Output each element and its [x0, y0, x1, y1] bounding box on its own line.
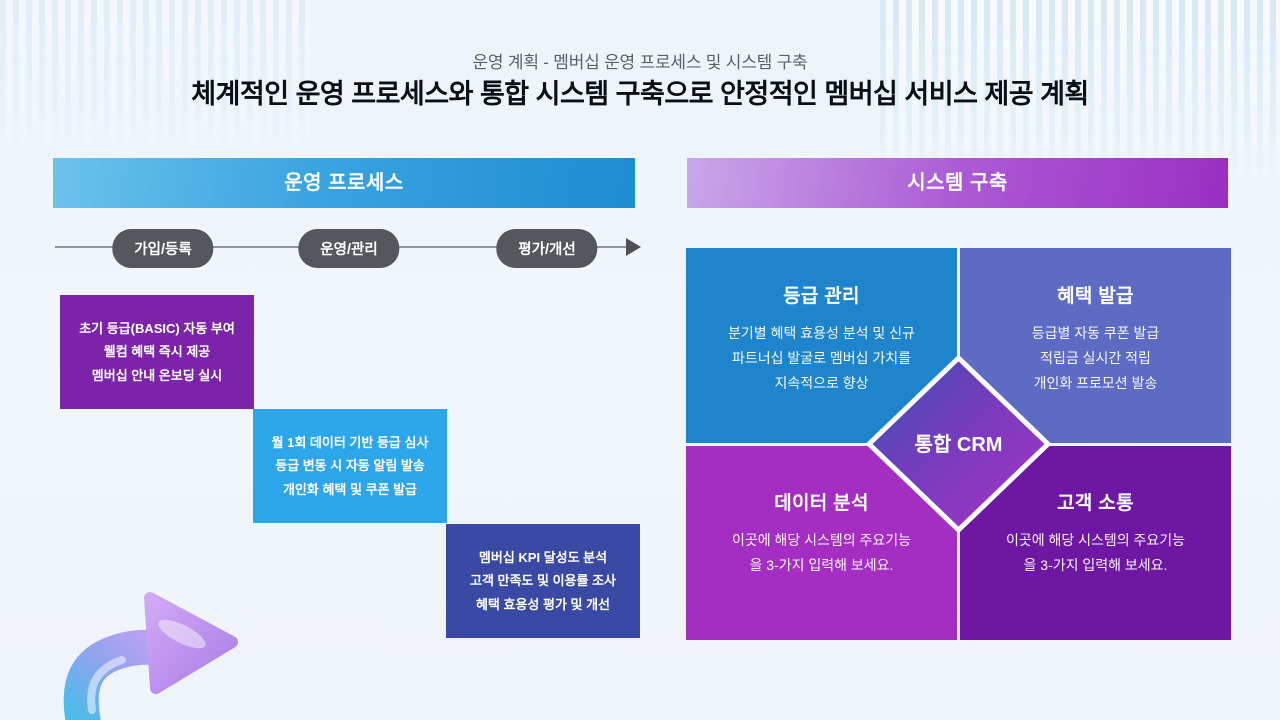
quadrant-title: 데이터 분석	[774, 492, 869, 514]
system-section-header: 시스템 구축	[687, 158, 1228, 208]
quadrant-title: 고객 소통	[1057, 492, 1134, 514]
page-title: 체계적인 운영 프로세스와 통합 시스템 구축으로 안정적인 멤버십 서비스 제…	[191, 79, 1089, 109]
quadrant-title: 등급 관리	[783, 286, 860, 307]
process-section-header: 운영 프로세스	[53, 158, 635, 208]
quadrant-body: 이곳에 해당 시스템의 주요기능 을 3-가지 입력해 보세요.	[1005, 531, 1186, 573]
quadrant-body: 이곳에 해당 시스템의 주요기능 을 3-가지 입력해 보세요.	[731, 531, 912, 573]
process-card-operate: 월 1회 데이터 기반 등급 심사 등급 변동 시 자동 알림 발송 개인화 혜…	[253, 409, 447, 523]
card-line: 웰컴 혜택 즉시 제공	[103, 344, 211, 360]
card-line: 초기 등급(BASIC) 자동 부여	[79, 321, 235, 337]
card-line: 등급 변동 시 자동 알림 발송	[275, 458, 425, 474]
quadrant-benefit-issuing: 혜택 발급 등급별 자동 쿠폰 발급 적립금 실시간 적립 개인화 프로모션 발…	[960, 248, 1231, 443]
system-quadrant-grid: 등급 관리 분기별 혜택 효용성 분석 및 신규 파트너십 발굴로 멤버십 가치…	[686, 248, 1231, 640]
quadrant-title: 혜택 발급	[1057, 286, 1134, 307]
timeline-step-evaluate: 평가/개선	[496, 229, 598, 268]
quadrant-body: 등급별 자동 쿠폰 발급 적립금 실시간 적립 개인화 프로모션 발송	[1031, 325, 1160, 392]
decorative-3d-arrow-icon	[63, 592, 238, 720]
stripes-decoration-left	[0, 0, 310, 170]
card-line: 혜택 효용성 평가 및 개선	[475, 596, 611, 612]
quadrant-body: 분기별 혜택 효용성 분석 및 신규 파트너십 발굴로 멤버십 가치를 지속적으…	[728, 325, 915, 392]
process-timeline: 가입/등록 운영/관리 평가/개선	[53, 229, 643, 268]
quadrant-data-analysis: 데이터 분석 이곳에 해당 시스템의 주요기능 을 3-가지 입력해 보세요.	[686, 445, 957, 640]
card-line: 멤버십 KPI 달성도 분석	[478, 550, 608, 566]
process-card-signup: 초기 등급(BASIC) 자동 부여 웰컴 혜택 즉시 제공 멤버십 안내 온보…	[60, 295, 254, 409]
card-line: 월 1회 데이터 기반 등급 심사	[271, 435, 429, 451]
timeline-step-operate: 운영/관리	[298, 229, 400, 268]
timeline-step-signup: 가입/등록	[112, 229, 214, 268]
quadrant-customer-communication: 고객 소통 이곳에 해당 시스템의 주요기능 을 3-가지 입력해 보세요.	[960, 445, 1231, 640]
process-card-evaluate: 멤버십 KPI 달성도 분석 고객 만족도 및 이용률 조사 혜택 효용성 평가…	[446, 524, 640, 638]
card-line: 고객 만족도 및 이용률 조사	[469, 573, 616, 589]
card-line: 개인화 혜택 및 쿠폰 발급	[282, 481, 418, 497]
quadrant-grade-management: 등급 관리 분기별 혜택 효용성 분석 및 신규 파트너십 발굴로 멤버십 가치…	[686, 248, 957, 443]
slide-subtitle: 운영 계획 - 멤버십 운영 프로세스 및 시스템 구축	[472, 53, 808, 72]
timeline-arrow-icon	[626, 238, 641, 256]
card-line: 멤버십 안내 온보딩 실시	[91, 367, 223, 383]
